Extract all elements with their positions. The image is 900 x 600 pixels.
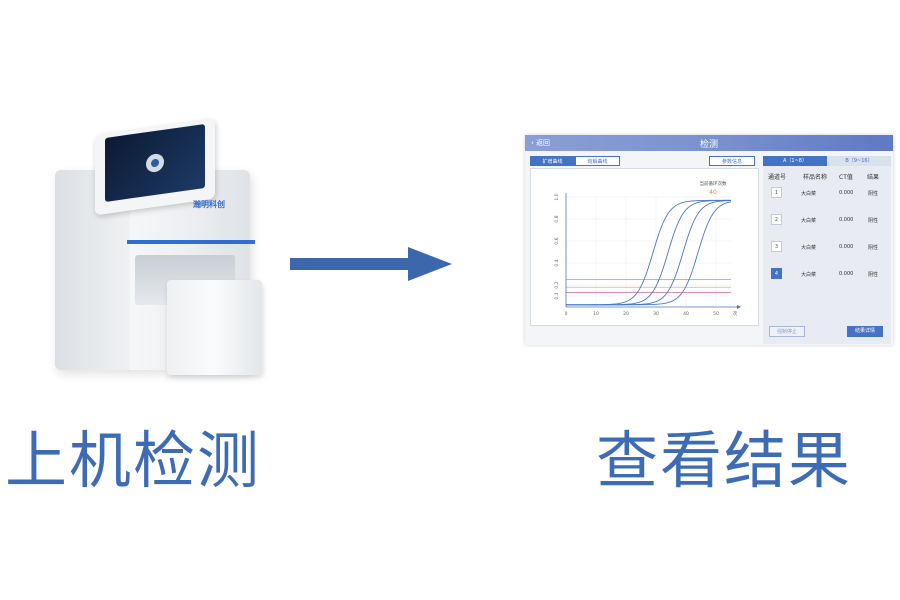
- x-tick-label: 10: [593, 311, 599, 317]
- caption-view-results: 查看结果: [596, 424, 853, 497]
- result-cell: 阴性: [868, 245, 879, 251]
- y-tick-label: 0.8: [554, 215, 560, 222]
- table-row[interactable]: 1 大白菜 0.000 阴性: [763, 187, 891, 201]
- ct-cell: 0.000: [839, 271, 854, 277]
- back-label: 返回: [536, 139, 551, 147]
- caption-run-test: 上机检测: [5, 424, 262, 497]
- header-ct: CT值: [839, 174, 853, 181]
- tab-group-a[interactable]: A（1~8）: [763, 156, 827, 166]
- result-details-button[interactable]: 结果详情: [847, 326, 883, 337]
- header-sample-name: 样品名称: [803, 174, 828, 181]
- table-row[interactable]: 3 大白菜 0.000 阴性: [763, 241, 891, 255]
- header-channel: 通道号: [768, 174, 787, 181]
- analyzer-device-image: 瀚明科创: [55, 115, 265, 385]
- chart-tabs: 扩增曲线 熔解曲线 参数信息: [530, 156, 759, 166]
- y-tick-label: 0.1: [554, 292, 560, 299]
- sample-name-cell: 大白菜: [801, 245, 817, 251]
- sample-name-cell: 大白菜: [801, 272, 817, 278]
- y-tick-label: 1.0: [554, 193, 560, 200]
- result-cell: 阴性: [868, 272, 879, 278]
- x-unit-label: 次: [733, 310, 738, 317]
- chevron-left-icon: ‹: [531, 139, 537, 147]
- cycle-value: 40: [709, 189, 717, 196]
- amplification-chart: 当前循环次数 40 0 10 20 30 40 50 次 0.1 0.2 0.4 0.6 0.8 1.0: [530, 168, 759, 326]
- channel-chip[interactable]: 3: [771, 241, 782, 252]
- results-panel: A（1~8） B（9~16） 通道号 样品名称 CT值 结果 1 大白菜 0.000…: [763, 156, 891, 344]
- device-blue-stripe: [127, 240, 255, 244]
- amplification-curve: [566, 199, 732, 306]
- channel-chip[interactable]: 4: [771, 268, 782, 279]
- sample-name-cell: 大白菜: [801, 191, 817, 197]
- x-axis-arrow-icon: [737, 305, 741, 309]
- x-tick-label: 30: [653, 311, 659, 317]
- ct-cell: 0.000: [839, 217, 854, 223]
- chart-panel: 扩增曲线 熔解曲线 参数信息 当前循环次数 40 0 10 20 30 40 50 次 0.1 0.…: [530, 156, 759, 340]
- sample-name-cell: 大白菜: [801, 218, 817, 224]
- channel-chip[interactable]: 2: [771, 214, 782, 225]
- device-drawer: [167, 280, 262, 375]
- x-tick-label: 20: [623, 311, 629, 317]
- result-cell: 阴性: [868, 218, 879, 224]
- channel-chip[interactable]: 1: [771, 187, 782, 198]
- x-tick-label: 40: [683, 311, 689, 317]
- amplification-curve: [566, 200, 732, 306]
- ct-cell: 0.000: [839, 190, 854, 196]
- device-logo: 瀚明科创: [193, 200, 225, 209]
- y-tick-label: 0.4: [554, 259, 560, 266]
- screen-header: ‹ 返回 检测: [525, 135, 893, 151]
- ct-cell: 0.000: [839, 244, 854, 250]
- x-tick-label: 50: [713, 311, 719, 317]
- force-stop-button[interactable]: 强制停止: [769, 326, 805, 337]
- table-row[interactable]: 2 大白菜 0.000 阴性: [763, 214, 891, 228]
- y-tick-label: 0.2: [554, 281, 560, 288]
- tab-amplification[interactable]: 扩增曲线: [530, 156, 575, 166]
- tab-melting[interactable]: 熔解曲线: [575, 156, 620, 166]
- right-arrow-icon: [290, 247, 452, 281]
- amplification-curve: [566, 199, 732, 306]
- cycle-label: 当前循环次数: [700, 180, 727, 187]
- table-row[interactable]: 4 大白菜 0.000 阴性: [763, 268, 891, 282]
- header-result: 结果: [867, 174, 880, 181]
- device-screen-graphic: [146, 153, 164, 173]
- screen-title: 检测: [699, 140, 718, 150]
- back-button[interactable]: ‹ 返回: [531, 138, 550, 148]
- tab-group-b[interactable]: B（9~16）: [827, 156, 891, 166]
- chart-svg: 当前循环次数 40 0 10 20 30 40 50 次 0.1 0.2 0.4 0.6 0.8 1.0: [554, 180, 741, 317]
- amplification-curve: [566, 201, 732, 306]
- x-tick-label: 0: [565, 311, 568, 317]
- y-tick-label: 0.6: [554, 237, 560, 244]
- device-screen: [105, 123, 205, 203]
- result-cell: 阴性: [868, 191, 879, 197]
- parameters-button[interactable]: 参数信息: [709, 156, 755, 166]
